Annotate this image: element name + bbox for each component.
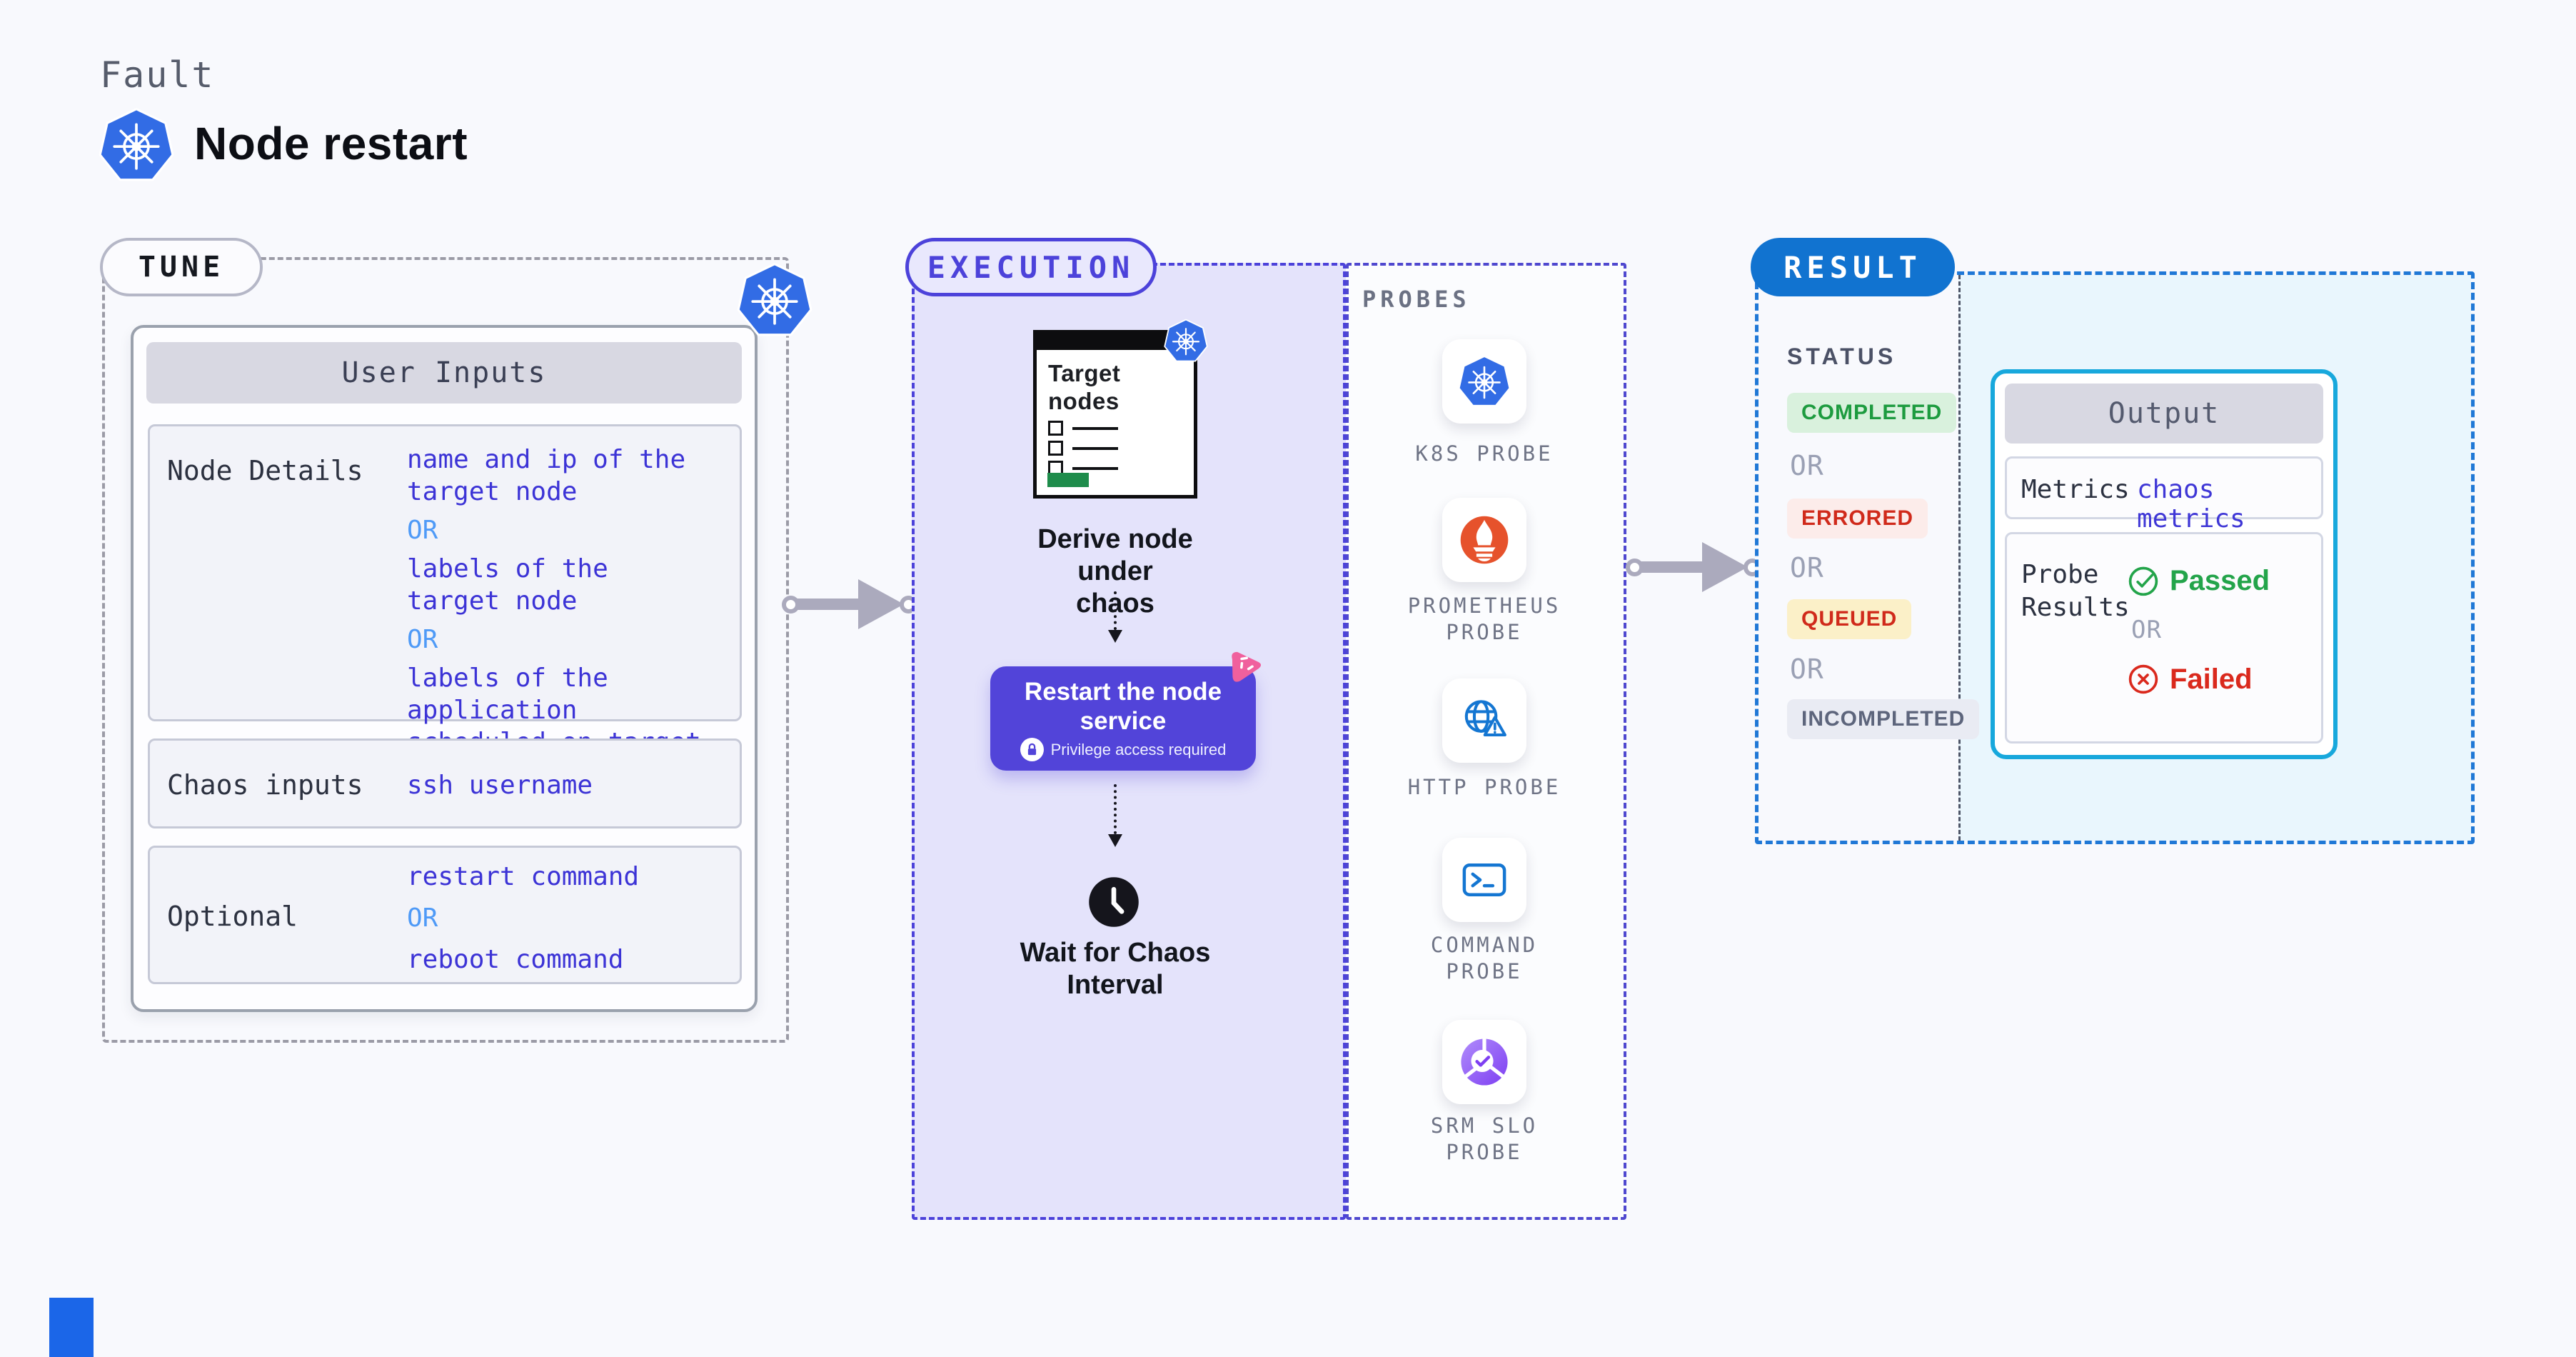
or-separator: OR <box>1790 552 1824 584</box>
output-card: Output Metrics chaos metrics Probe Resul… <box>1991 369 2338 759</box>
execution-section-label: EXECUTION <box>905 238 1157 296</box>
http-probe-card <box>1442 678 1526 763</box>
probe-label: PROMETHEUS PROBE <box>1407 594 1561 644</box>
or-separator: OR <box>407 903 438 933</box>
status-badge-incompleted: INCOMPLETED <box>1787 699 1980 739</box>
command-probe-card <box>1442 838 1526 922</box>
status-badge-completed: COMPLETED <box>1787 393 1957 433</box>
metrics-row: Metrics chaos metrics <box>2005 456 2323 534</box>
metrics-label: Metrics <box>2021 475 2130 504</box>
kubernetes-icon <box>737 262 812 338</box>
status-badge-queued: QUEUED <box>1787 599 1912 639</box>
failed-label: Failed <box>2170 663 2253 695</box>
arrow-down-icon <box>1108 834 1122 847</box>
probe-label: K8S PROBE <box>1415 441 1554 466</box>
clock-icon <box>1087 876 1140 928</box>
checkbox-icon <box>1048 421 1063 436</box>
page-title: Node restart <box>194 118 468 169</box>
row-value: restart command <box>407 862 640 891</box>
probe-results-label: Probe Results <box>2021 560 2130 622</box>
chaos-inputs-row: Chaos inputs ssh username <box>148 738 742 828</box>
srm-slo-pie-check-icon <box>1458 1036 1511 1088</box>
row-value: labels of the target node <box>407 554 608 616</box>
status-output-divider <box>1958 275 1961 841</box>
list-line <box>1072 426 1118 430</box>
row-label: Chaos inputs <box>167 769 363 801</box>
metrics-value: chaos metrics <box>2137 475 2245 534</box>
passed-label: Passed <box>2170 564 2270 596</box>
target-nodes-title: Target nodes <box>1048 360 1121 414</box>
list-line <box>1072 466 1118 470</box>
kubernetes-icon <box>1458 355 1511 408</box>
target-node-list <box>1048 421 1118 476</box>
node-details-row: Node Details name and ip of the target n… <box>148 424 742 789</box>
tune-section-box <box>102 257 789 1043</box>
fault-kicker: Fault <box>100 54 215 96</box>
check-circle-icon <box>2127 564 2160 597</box>
restart-node-service-step: Restart the node service Privilege acces… <box>990 666 1256 771</box>
flow-connector <box>1114 591 1117 630</box>
row-value: reboot command <box>407 945 624 974</box>
prometheus-probe-card <box>1442 498 1526 582</box>
x-circle-icon <box>2127 663 2160 696</box>
row-value: ssh username <box>407 771 593 800</box>
flow-connector <box>1114 784 1117 834</box>
chaos-pink-icon <box>1225 647 1264 686</box>
probe-results-row: Probe Results Passed OR Failed <box>2005 532 2323 743</box>
or-separator: OR <box>407 625 438 654</box>
lock-icon <box>1020 738 1044 761</box>
list-line <box>1072 446 1118 450</box>
srm-slo-probe-card <box>1442 1020 1526 1104</box>
or-separator: OR <box>1790 654 1824 685</box>
tune-section-label: TUNE <box>100 238 263 296</box>
restart-step-title: Restart the node service <box>1024 678 1222 735</box>
green-button-shape <box>1047 473 1089 487</box>
or-separator: OR <box>407 516 438 545</box>
arrow-down-icon <box>1108 630 1122 643</box>
row-label: Node Details <box>167 455 363 486</box>
kubernetes-icon <box>99 107 174 183</box>
tune-to-execution-arrow <box>782 577 917 631</box>
user-inputs-header: User Inputs <box>146 342 742 404</box>
probes-header: PROBES <box>1362 286 1471 313</box>
or-separator: OR <box>2131 616 2162 644</box>
row-value: name and ip of the target node <box>407 445 686 506</box>
user-inputs-card: User Inputs Node Details name and ip of … <box>131 325 758 1012</box>
terminal-icon <box>1458 853 1511 906</box>
output-header: Output <box>2005 384 2323 444</box>
status-badge-errored: ERRORED <box>1787 499 1928 539</box>
wait-chaos-caption: Wait for Chaos Interval <box>1020 938 1211 1000</box>
k8s-probe-card <box>1442 339 1526 424</box>
probe-label: SRM SLO PROBE <box>1430 1113 1539 1164</box>
bottom-left-blue-bar <box>49 1298 94 1357</box>
target-nodes-card: Target nodes <box>1033 330 1197 499</box>
privilege-badge-text: Privilege access required <box>1050 740 1227 758</box>
checkbox-icon <box>1048 441 1063 456</box>
or-separator: OR <box>1790 450 1824 481</box>
http-globe-warning-icon <box>1458 694 1511 747</box>
row-label: Optional <box>167 901 298 932</box>
probe-label: COMMAND PROBE <box>1430 933 1539 983</box>
optional-row: Optional restart command OR reboot comma… <box>148 846 742 984</box>
probes-to-result-arrow <box>1626 540 1761 594</box>
prometheus-icon <box>1458 514 1511 566</box>
result-section-label: RESULT <box>1751 238 1955 296</box>
status-header: STATUS <box>1787 344 1897 369</box>
probe-label: HTTP PROBE <box>1407 775 1561 799</box>
result-section-box: STATUS COMPLETED OR ERRORED OR QUEUED OR… <box>1755 271 2475 844</box>
kubernetes-icon <box>1164 319 1208 363</box>
